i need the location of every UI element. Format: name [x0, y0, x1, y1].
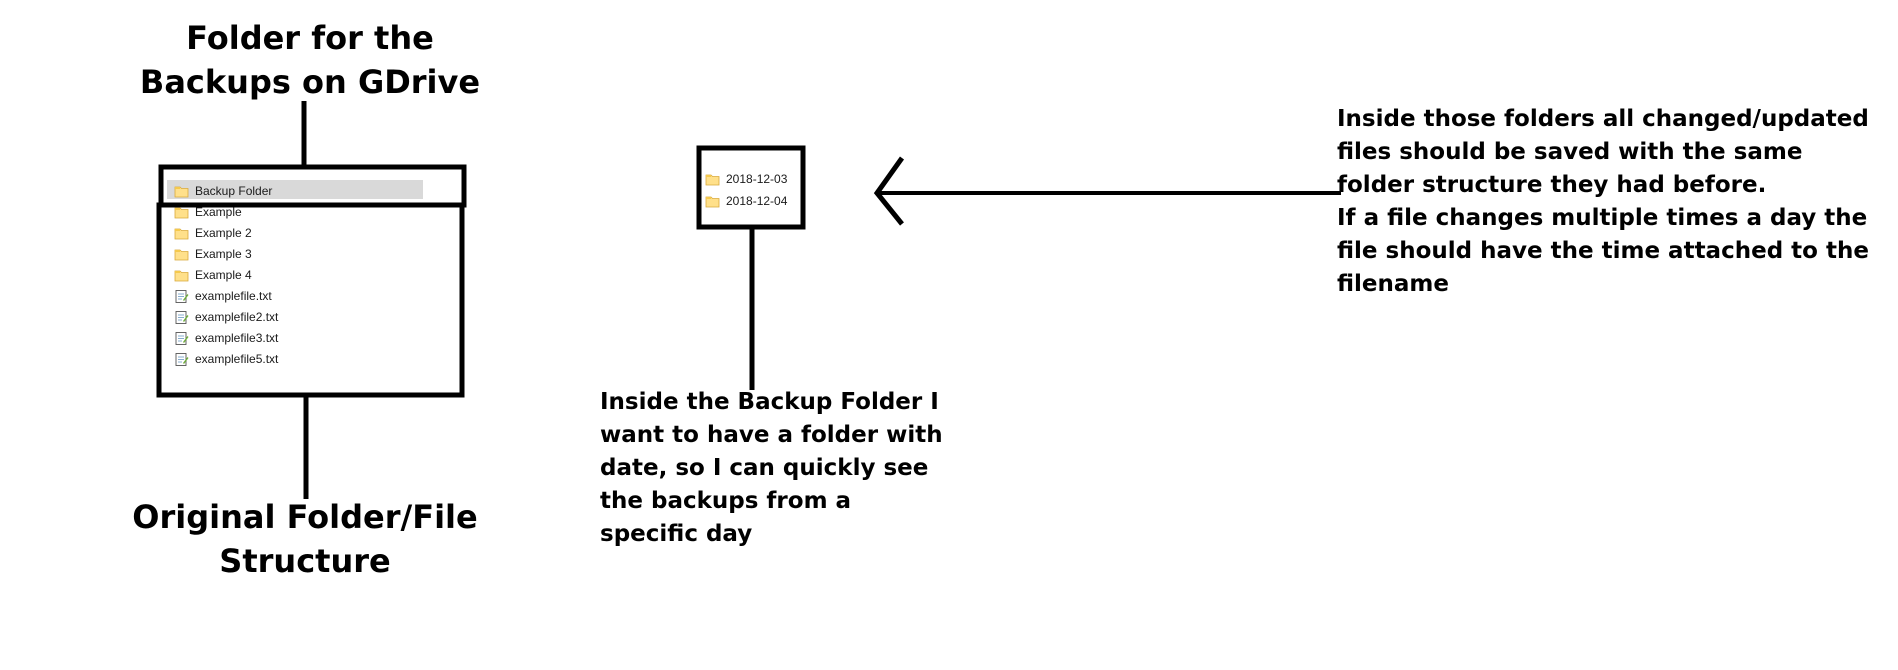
- list-item-label: examplefile5.txt: [195, 352, 279, 366]
- date-note-line: specific day: [600, 521, 753, 547]
- text-file-icon: [175, 310, 189, 324]
- changed-note-line: filename: [1337, 271, 1449, 297]
- folder-icon: [705, 174, 720, 185]
- backup-folder-row-highlight: [167, 180, 423, 199]
- folder-icon: [705, 196, 720, 207]
- changed-note-line: files should be saved with the same: [1337, 139, 1803, 165]
- text-file-icon: [175, 289, 189, 303]
- date-folder-item[interactable]: 2018-12-04: [705, 191, 787, 211]
- list-item-label: Example: [195, 205, 242, 219]
- backup-heading-line-1: Folder for the: [186, 19, 434, 57]
- original-structure-heading: Original Folder/File Structure: [100, 495, 510, 583]
- list-item-label: Example 2: [195, 226, 252, 240]
- list-item-label: examplefile.txt: [195, 289, 272, 303]
- date-note-line: Inside the Backup Folder I: [600, 389, 939, 415]
- changed-files-note: Inside those folders all changed/updated…: [1337, 103, 1869, 301]
- list-item[interactable]: Example 3: [174, 244, 252, 264]
- date-folder-item[interactable]: 2018-12-03: [705, 169, 787, 189]
- original-heading-line-1: Original Folder/File: [132, 498, 478, 536]
- list-item[interactable]: Example 4: [174, 265, 252, 285]
- folder-icon: [174, 186, 189, 197]
- arrow-head: [873, 156, 905, 226]
- date-note-line: date, so I can quickly see: [600, 455, 929, 481]
- date-folder-label: 2018-12-03: [726, 172, 788, 186]
- list-item-label: Example 3: [195, 247, 252, 261]
- folder-icon: [174, 228, 189, 239]
- backup-heading-line-2: Backups on GDrive: [139, 63, 481, 101]
- original-heading-line-2: Structure: [219, 542, 391, 580]
- changed-note-line: Inside those folders all changed/updated: [1337, 106, 1869, 132]
- list-item[interactable]: examplefile.txt: [174, 286, 272, 306]
- list-item-label: examplefile2.txt: [195, 310, 279, 324]
- changed-note-line: If a file changes multiple times a day t…: [1337, 205, 1868, 231]
- date-note-line: the backups from a: [600, 488, 852, 514]
- list-item-label: examplefile3.txt: [195, 331, 279, 345]
- date-note-line: want to have a folder with: [600, 422, 943, 448]
- original-structure-box: [156, 202, 465, 398]
- backup-folder-heading: Folder for the Backups on GDrive: [110, 16, 510, 104]
- list-item[interactable]: Example 2: [174, 223, 252, 243]
- list-item[interactable]: examplefile5.txt: [174, 349, 278, 369]
- date-folder-label: 2018-12-04: [726, 194, 788, 208]
- folder-icon: [174, 270, 189, 281]
- text-file-icon: [175, 331, 189, 345]
- backup-folder-item[interactable]: Backup Folder: [174, 181, 272, 201]
- list-item[interactable]: examplefile3.txt: [174, 328, 278, 348]
- folder-icon: [174, 249, 189, 260]
- list-item[interactable]: examplefile2.txt: [174, 307, 278, 327]
- text-file-icon: [175, 352, 189, 366]
- changed-note-line: file should have the time attached to th…: [1337, 238, 1869, 264]
- list-item[interactable]: Example: [174, 202, 242, 222]
- list-item-label: Example 4: [195, 268, 252, 282]
- backup-folder-label: Backup Folder: [195, 184, 273, 198]
- folder-icon: [174, 207, 189, 218]
- changed-note-line: folder structure they had before.: [1337, 172, 1767, 198]
- date-folder-note: Inside the Backup Folder I want to have …: [600, 386, 943, 551]
